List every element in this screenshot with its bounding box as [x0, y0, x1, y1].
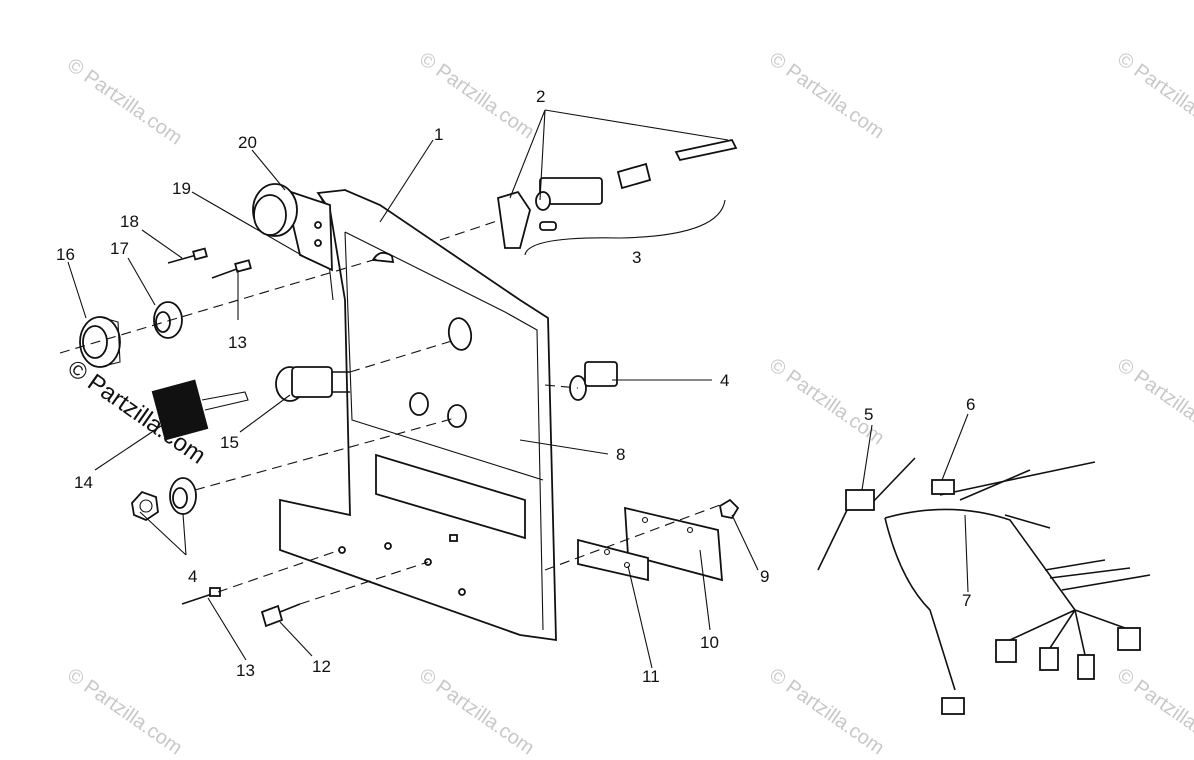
watermark: © Partzilla.com [765, 664, 888, 759]
dash-panel [279, 188, 557, 642]
watermark: © Partzilla.com [63, 664, 186, 759]
watermark: © Partzilla.com [1113, 354, 1194, 449]
bezel-nut [79, 316, 121, 368]
bulb-13-upper [211, 259, 252, 279]
callout-17: 17 [110, 239, 129, 258]
watermark: © Partzilla.com [765, 48, 888, 143]
callout-4-left: 4 [188, 567, 197, 586]
watermark: © Partzilla.com [415, 664, 538, 759]
lock-washer [153, 301, 183, 339]
callout-1: 1 [434, 125, 443, 144]
ignition-key [151, 379, 249, 441]
callout-8: 8 [616, 445, 625, 464]
callout-2: 2 [536, 87, 545, 106]
callout-3: 3 [632, 248, 641, 267]
callout-10: 10 [700, 633, 719, 652]
leader-lines [59, 109, 969, 669]
callout-5: 5 [864, 405, 873, 424]
mount-block [577, 498, 740, 582]
callout-6: 6 [966, 395, 975, 414]
screw-13-lower [181, 587, 221, 605]
watermark: © Partzilla.com [63, 54, 186, 149]
watermark: © Partzilla.com [1113, 48, 1194, 143]
bolt-12 [260, 603, 301, 628]
callout-20: 20 [238, 133, 257, 152]
callout-16: 16 [56, 245, 75, 264]
callout-9: 9 [760, 567, 769, 586]
callout-15: 15 [220, 433, 239, 452]
callout-13-upper: 13 [228, 333, 247, 352]
callout-4-right: 4 [720, 371, 729, 390]
callout-12: 12 [312, 657, 331, 676]
callout-13-lower: 13 [236, 661, 255, 680]
ignition-switch [275, 366, 350, 402]
watermark: © Partzilla.com [765, 354, 888, 449]
callout-7: 7 [962, 591, 971, 610]
callout-19: 19 [172, 179, 191, 198]
watermark: © Partzilla.com [1113, 664, 1194, 759]
switch-nut [131, 477, 197, 522]
wiring-harness [817, 457, 1151, 715]
callout-14: 14 [74, 473, 93, 492]
plunger-switch [497, 138, 738, 249]
indicator-lamp [252, 183, 298, 237]
callouts: 1 2 3 4 4 5 6 7 8 9 10 11 12 13 13 14 15… [56, 87, 975, 686]
bulb-18 [167, 247, 208, 264]
callout-18: 18 [120, 212, 139, 231]
callout-11: 11 [642, 667, 660, 686]
toggle-switch [569, 361, 618, 401]
